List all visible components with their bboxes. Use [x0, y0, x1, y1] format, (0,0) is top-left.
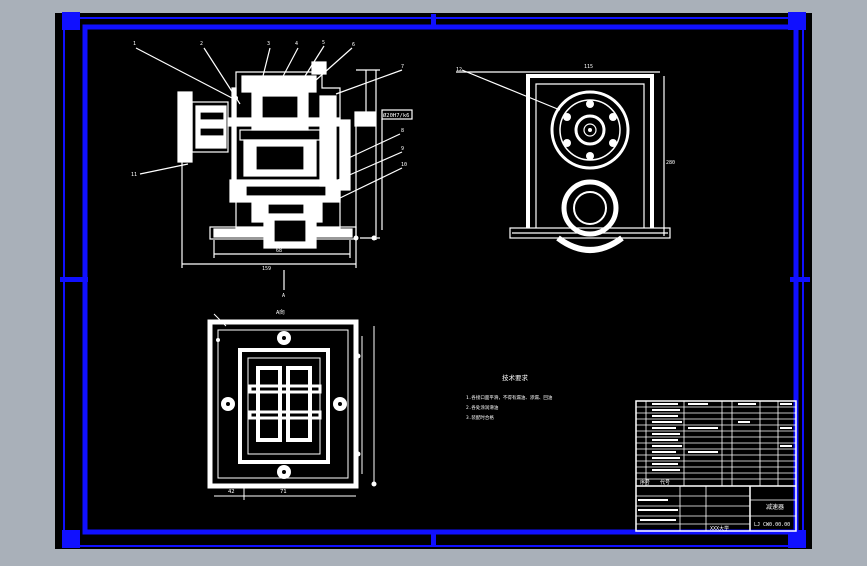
side-view-dots: [234, 96, 377, 241]
leader-label: 5: [322, 40, 325, 46]
view-a-title: A向: [276, 308, 285, 316]
leader-label: 4: [295, 41, 298, 47]
section-arrow-label: A: [282, 293, 285, 299]
end-view-bolt-holes: [563, 100, 617, 160]
leader-label: 11: [131, 172, 137, 178]
bom-row-text-marks: [638, 403, 792, 521]
bom-header-code: 代号: [660, 479, 670, 486]
end-view-labels: 12 115 280: [456, 64, 675, 166]
leader-label: 7: [401, 64, 404, 70]
dim-view-a-right: 71: [280, 489, 287, 495]
company-name: XXX大学: [710, 525, 729, 532]
leader-label: 6: [352, 42, 355, 48]
dim-side-width: 159: [262, 266, 271, 272]
dim-side-mid: 68: [276, 248, 282, 254]
leader-label: 2: [200, 41, 203, 47]
tech-item: 1.各接口面平滑，不得有漏油、渗漏、回油: [466, 394, 553, 401]
tech-item: 3.装配时合格: [466, 414, 494, 421]
end-view: [456, 69, 671, 253]
frame-corner-marks: [60, 12, 810, 548]
leader-label: 1: [133, 41, 136, 47]
leader-label: 8: [401, 128, 404, 134]
title-block-text: 序号 代号 减速器 LJ CW0.00.00 XXX大学: [640, 479, 790, 532]
leader-label: 12: [456, 67, 462, 73]
view-a-hole-centers: [226, 336, 342, 474]
leader-label: 3: [267, 41, 270, 47]
drawing-sheet: [55, 13, 812, 549]
drawing-code: LJ CW0.00.00: [754, 522, 790, 528]
dim-view-a-left: 42: [228, 489, 235, 495]
tech-item: 2.各处涂润滑油: [466, 404, 499, 411]
side-view: [135, 45, 413, 290]
tech-title: 技术要求: [502, 373, 529, 382]
tech-requirements: 技术要求 1.各接口面平滑，不得有漏油、渗漏、回油 2.各处涂润滑油 3.装配时…: [466, 373, 553, 421]
view-a-labels: A向 42 71: [228, 308, 287, 495]
leader-label: 10: [401, 162, 407, 168]
leader-label: 9: [401, 146, 404, 152]
fit-tolerance-label: Ø20H7/k6: [383, 112, 410, 119]
bom-table: [635, 400, 797, 532]
drawing-name: 减速器: [766, 503, 784, 511]
bom-header-no: 序号: [640, 479, 650, 486]
dim-end-height: 280: [666, 160, 675, 166]
side-view-labels: 1 2 3 4 5 6 7 8 9 10 11 Ø20H7/k6 159 68 …: [131, 40, 410, 299]
dim-end-top: 115: [584, 64, 593, 70]
